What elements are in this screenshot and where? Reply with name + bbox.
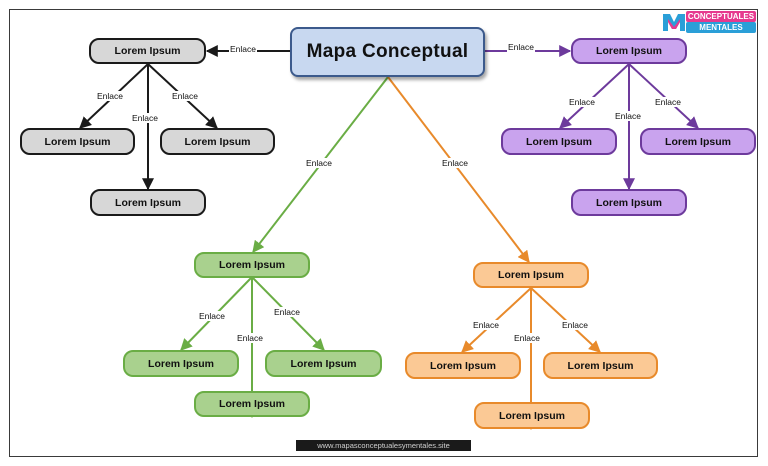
concept-node-gray-child-2[interactable]: Lorem Ipsum — [160, 128, 275, 155]
brand-logo: CONCEPTUALES MENTALES — [661, 11, 757, 33]
logo-text-top: CONCEPTUALES — [686, 11, 756, 22]
link-label: Enlace — [131, 113, 159, 123]
link-label: Enlace — [171, 91, 199, 101]
concept-node-green-child-2[interactable]: Lorem Ipsum — [265, 350, 382, 377]
link-label: Enlace — [198, 311, 226, 321]
main-concept-node[interactable]: Mapa Conceptual — [290, 27, 485, 77]
concept-node-gray-child-3[interactable]: Lorem Ipsum — [90, 189, 206, 216]
concept-node-purple-child-1[interactable]: Lorem Ipsum — [501, 128, 617, 155]
link-purple-child-1 — [559, 63, 630, 129]
link-label: Enlace — [507, 42, 535, 52]
concept-node-purple-child-2[interactable]: Lorem Ipsum — [640, 128, 756, 155]
logo-m-icon — [663, 14, 685, 31]
link-label: Enlace — [614, 111, 642, 121]
link-main-orange — [387, 76, 530, 263]
link-label: Enlace — [441, 158, 469, 168]
concept-node-orange-child-2[interactable]: Lorem Ipsum — [543, 352, 658, 379]
link-label: Enlace — [305, 158, 333, 168]
concept-node-green-child-3[interactable]: Lorem Ipsum — [194, 391, 310, 417]
concept-node-orange-child-3[interactable]: Lorem Ipsum — [474, 402, 590, 429]
link-label: Enlace — [229, 44, 257, 54]
frame-border — [9, 9, 758, 457]
logo-text-bottom: MENTALES — [686, 22, 756, 33]
link-purple-child-2 — [628, 63, 699, 129]
concept-node-gray-parent[interactable]: Lorem Ipsum — [89, 38, 206, 64]
concept-node-orange-parent[interactable]: Lorem Ipsum — [473, 262, 589, 288]
concept-node-purple-child-3[interactable]: Lorem Ipsum — [571, 189, 687, 216]
concept-node-orange-child-1[interactable]: Lorem Ipsum — [405, 352, 521, 379]
link-label: Enlace — [513, 333, 541, 343]
concept-node-green-child-1[interactable]: Lorem Ipsum — [123, 350, 239, 377]
link-label: Enlace — [236, 333, 264, 343]
link-label: Enlace — [472, 320, 500, 330]
footer-url[interactable]: www.mapasconceptualesymentales.site — [296, 440, 471, 451]
link-label: Enlace — [654, 97, 682, 107]
link-label: Enlace — [561, 320, 589, 330]
concept-node-green-parent[interactable]: Lorem Ipsum — [194, 252, 310, 278]
link-label: Enlace — [273, 307, 301, 317]
concept-node-gray-child-1[interactable]: Lorem Ipsum — [20, 128, 135, 155]
link-label: Enlace — [568, 97, 596, 107]
link-label: Enlace — [96, 91, 124, 101]
concept-node-purple-parent[interactable]: Lorem Ipsum — [571, 38, 687, 64]
